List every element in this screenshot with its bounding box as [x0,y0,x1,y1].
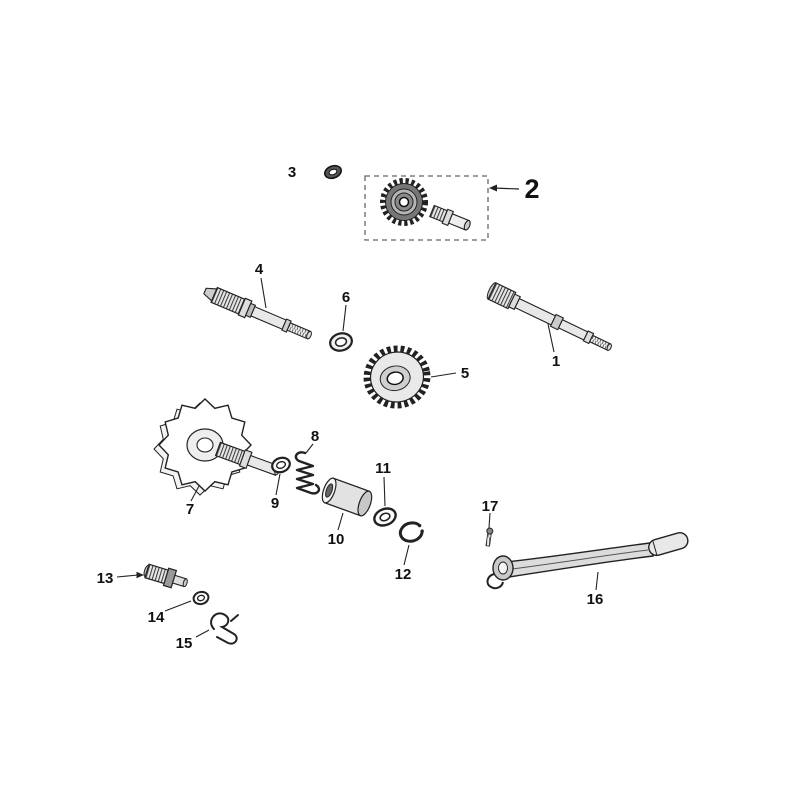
callout-label-11: 11 [375,460,391,477]
callout-label-8: 8 [311,428,319,445]
callout-label-2: 2 [524,174,539,204]
callout-label-7: 7 [186,501,194,518]
leader-line-7 [190,485,200,502]
part-14-ring [192,590,210,606]
leader-arrow-2 [489,184,497,192]
leader-arrow-13 [136,571,144,579]
leader-line-4 [260,277,267,309]
part-11-washer [373,507,397,527]
leader-line-16 [595,571,599,591]
leader-line-11 [383,476,386,507]
part-12-circlip [398,521,424,543]
leader-line-1 [547,323,555,353]
part-10-collar [321,477,373,517]
callout-label-14: 14 [148,609,165,626]
leader-line-17 [488,512,491,529]
part-16-kick-lever [486,532,689,590]
leader-line-5 [430,372,457,378]
part-2-shaft [429,204,471,231]
part-6-bushing [329,332,353,352]
callout-label-16: 16 [587,591,604,608]
callout-label-17: 17 [482,498,499,515]
leader-line-12 [403,544,410,566]
callout-label-1: 1 [552,353,560,370]
group-2-dashed-box [364,175,489,241]
callout-label-4: 4 [255,261,264,278]
leader-line-2 [492,187,520,190]
callout-label-6: 6 [342,289,350,306]
leader-line-13 [116,574,139,578]
leader-line-8 [305,443,314,454]
callout-label-5: 5 [461,365,469,382]
callout-label-3: 3 [288,164,296,181]
part-4-spindle [203,286,312,340]
callout-label-9: 9 [271,495,279,512]
part-9-ring [271,456,291,474]
callout-label-12: 12 [395,566,412,583]
part-1-shaft [486,282,612,352]
part-15-wire-clip [210,612,239,645]
callout-label-10: 10 [328,531,345,548]
leader-line-9 [275,473,281,496]
leader-line-14 [164,600,192,612]
part-7-ratchet-guide [153,398,281,496]
part-2-gear [380,178,428,226]
callout-label-13: 13 [97,570,114,587]
part-13-pinion [143,563,188,589]
leader-line-6 [342,304,347,332]
part-3-washer [324,164,342,180]
callout-label-15: 15 [176,635,193,652]
leader-line-10 [337,512,344,531]
part-5-gear [363,345,431,409]
part-8-spring [294,451,321,495]
part-17-bolt [485,527,494,547]
leader-line-15 [195,629,210,638]
